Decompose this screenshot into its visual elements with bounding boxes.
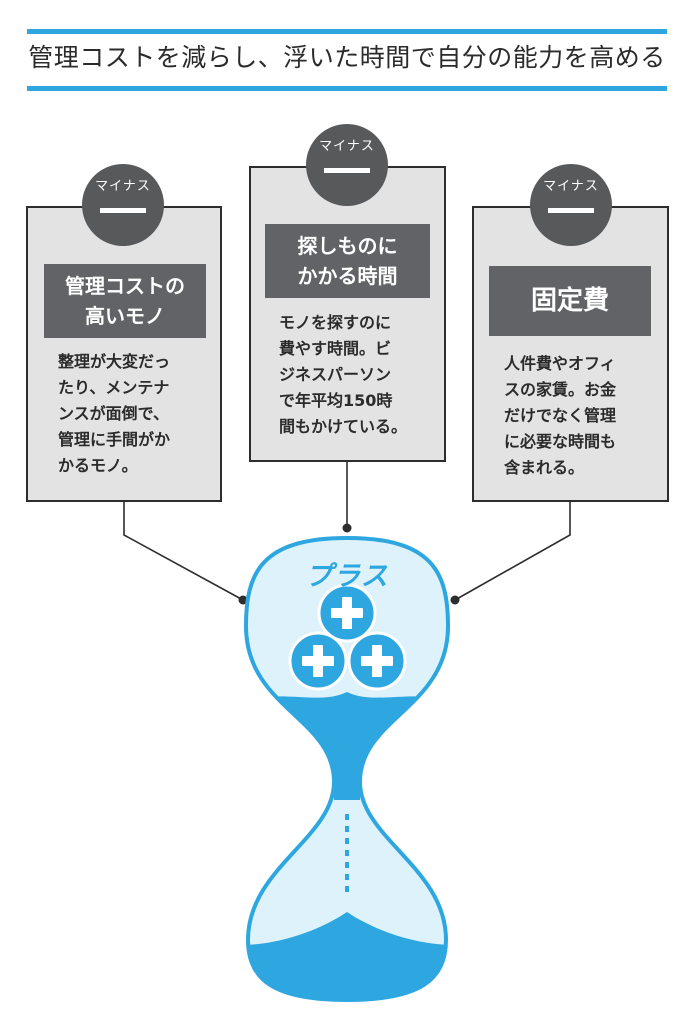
plus-circle-icon bbox=[288, 631, 348, 691]
minus-icon bbox=[548, 208, 594, 213]
card-fixed-cost bbox=[472, 206, 669, 502]
minus-badge: マイナス bbox=[530, 164, 612, 246]
connector-dot-left bbox=[238, 595, 248, 605]
connector-dot-center bbox=[342, 523, 352, 533]
minus-badge-label: マイナス bbox=[95, 179, 151, 194]
minus-badge: マイナス bbox=[306, 124, 388, 206]
card-body: 整理が大変だっ たり、メンテナ ンスが面倒で、 管理に手間がか かるモノ。 bbox=[58, 352, 171, 475]
minus-badge-label: マイナス bbox=[319, 139, 375, 154]
page-title: 管理コストを減らし、浮いた時間で自分の能力を高める bbox=[28, 43, 666, 72]
card-body: モノを探すのに 費やす時間。ビ ジネスパーソン で年平均150時 間もかけている… bbox=[279, 313, 408, 436]
card-title: 固定費 bbox=[489, 266, 651, 336]
minus-badge-label: マイナス bbox=[543, 179, 599, 194]
plus-label: プラス bbox=[305, 561, 389, 592]
connector-line-left bbox=[123, 502, 244, 601]
minus-badge: マイナス bbox=[82, 164, 164, 246]
title-rule-top bbox=[27, 29, 667, 34]
card-body: 人件費やオフィ スの家賃。お金 だけでなく管理 に必要な時間も 含まれる。 bbox=[504, 354, 617, 477]
card-management-cost bbox=[26, 206, 222, 502]
card-title: 管理コストの 高いモノ bbox=[44, 264, 206, 338]
plus-circle-icon bbox=[347, 631, 407, 691]
hourglass-funnel-sand bbox=[246, 705, 448, 800]
title-rule-bottom bbox=[27, 86, 667, 91]
minus-icon bbox=[324, 168, 370, 173]
minus-icon bbox=[100, 208, 146, 213]
connector-line-right bbox=[454, 502, 571, 601]
hourglass-bottom-sand bbox=[246, 912, 448, 1000]
plus-circle-icon bbox=[317, 583, 377, 643]
card-title: 探しものに かかる時間 bbox=[265, 224, 430, 298]
falling-sand-dots bbox=[345, 814, 349, 892]
connector-dot-right bbox=[450, 595, 460, 605]
